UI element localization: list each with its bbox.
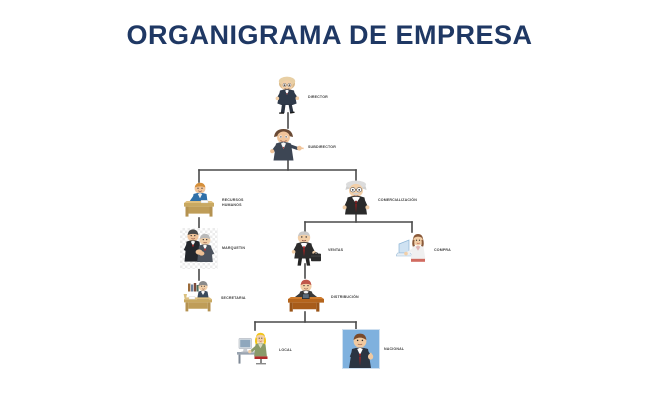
woman-at-laptop-icon xyxy=(395,232,430,269)
businessman-standing-icon xyxy=(270,76,304,119)
org-node-ventas[interactable]: VENTAS xyxy=(288,230,343,271)
org-node-nacional-label: NACIONAL xyxy=(384,346,405,351)
org-node-local-label: LOCAL xyxy=(279,348,293,353)
older-businessman-icon xyxy=(338,180,374,221)
org-node-local[interactable]: LOCAL xyxy=(235,330,292,371)
secretary-at-desk-icon xyxy=(181,280,217,317)
org-node-subdirector-label: SUBDIRECTOR xyxy=(308,145,336,150)
org-node-secretaria-label: SECRETARIA xyxy=(221,296,246,301)
org-node-comercializacion[interactable]: COMERCIALIZACIÓN xyxy=(338,180,417,221)
man-at-wooden-desk-icon xyxy=(285,278,327,317)
org-node-compra-label: COMPRA xyxy=(434,248,451,253)
businessman-briefcase-icon xyxy=(288,230,324,271)
org-node-marquetin-label: MARQUETIN xyxy=(222,246,246,251)
org-node-secretaria[interactable]: SECRETARIA xyxy=(181,280,246,317)
woman-at-computer-icon xyxy=(235,330,275,371)
org-node-distribucion[interactable]: DISTRIBUCIÓN xyxy=(285,278,359,317)
page-title: ORGANIGRAMA DE EMPRESA xyxy=(126,20,533,50)
org-node-marquetin[interactable]: MARQUETIN xyxy=(180,228,245,269)
org-node-compra[interactable]: COMPRA xyxy=(395,232,451,269)
two-businessmen-icon xyxy=(180,228,218,269)
businessman-pointing-icon xyxy=(266,128,304,167)
org-node-comercializacion-label: COMERCIALIZACIÓN xyxy=(378,198,417,203)
org-node-director-label: DIRECTOR xyxy=(308,95,328,100)
org-node-subdirector[interactable]: SUBDIRECTOR xyxy=(266,128,336,167)
org-node-ventas-label: VENTAS xyxy=(328,248,344,253)
man-at-desk-icon xyxy=(180,182,218,223)
org-node-recursos-humanos-label: RECURSOS HUMANOS xyxy=(222,197,244,207)
org-node-recursos-humanos[interactable]: RECURSOS HUMANOS xyxy=(180,182,244,223)
org-node-distribucion-label: DISTRIBUCIÓN xyxy=(331,295,359,300)
org-node-nacional[interactable]: NACIONAL xyxy=(342,329,404,369)
businessman-photo-icon xyxy=(342,329,380,369)
org-node-director[interactable]: DIRECTOR xyxy=(270,76,328,119)
